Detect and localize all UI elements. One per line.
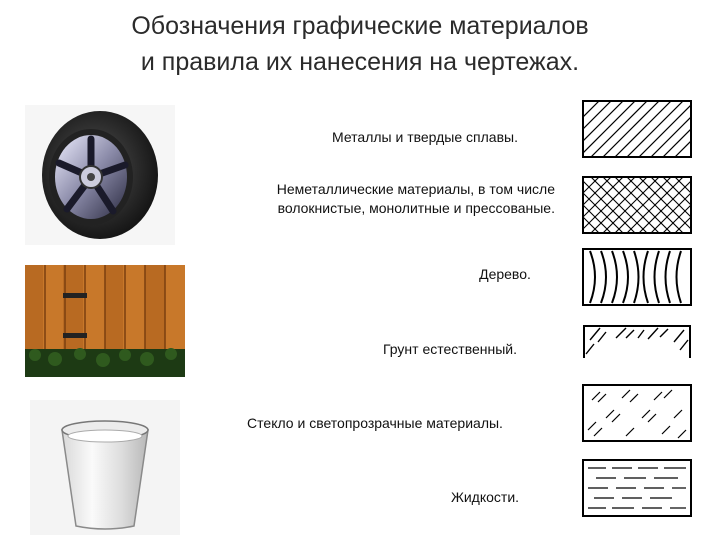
glass-cup-icon [30, 400, 180, 535]
row-label-nonmetals-line-1: Неметаллические материалы, в том числе [276, 181, 555, 197]
row-label-liquids: Жидкости. [450, 489, 520, 505]
pattern-liquids [582, 459, 692, 517]
row-label-nonmetals: Неметаллические материалы, в том числе в… [185, 180, 555, 218]
title-line-2: и правила их нанесения на чертежах. [140, 48, 580, 76]
pattern-soil [583, 325, 691, 358]
pattern-metals [582, 100, 692, 158]
pattern-nonmetals [582, 176, 692, 234]
title-line-1: Обозначения графические материалов [131, 12, 589, 40]
row-label-wood: Дерево. [479, 266, 531, 282]
page-title: Обозначения графические материалов и пра… [0, 8, 720, 80]
row-label-nonmetals-line-2: волокнистые, монолитные и прессованые. [277, 200, 555, 216]
row-label-metals: Металлы и твердые сплавы. [332, 129, 518, 145]
row-label-soil: Грунт естественный. [383, 341, 517, 357]
pattern-wood [582, 248, 692, 306]
row-label-glass: Стекло и светопрозрачные материалы. [247, 415, 503, 431]
wooden-fence-icon [25, 265, 185, 377]
pattern-glass [582, 384, 692, 442]
wheel-icon [25, 105, 175, 245]
